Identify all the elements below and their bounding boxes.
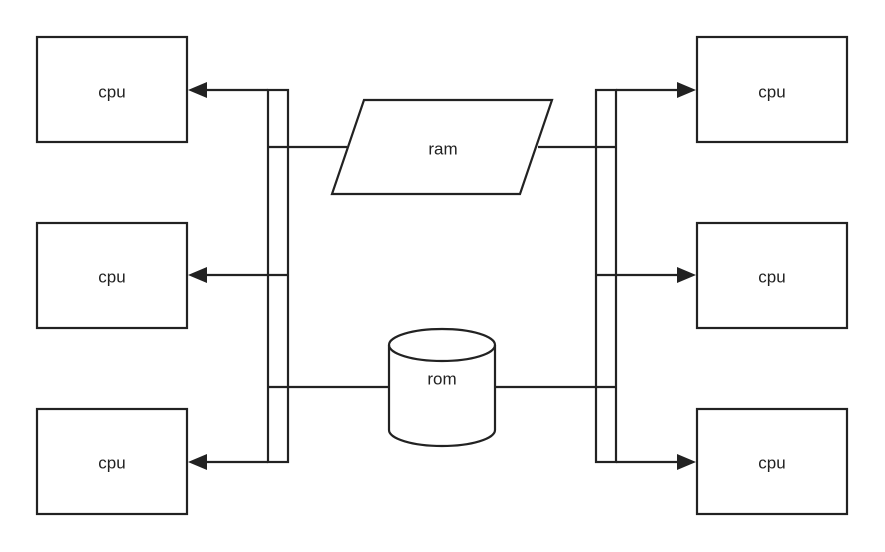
ram-shape bbox=[330, 98, 554, 196]
cpu-right-bottom[interactable]: cpu bbox=[695, 407, 849, 516]
cpu-left-middle-box bbox=[35, 221, 189, 330]
arrow-to-cpu-left-top bbox=[188, 82, 268, 98]
arrow-to-cpu-right-top bbox=[616, 82, 696, 98]
cpu-right-bottom-box bbox=[695, 407, 849, 516]
cpu-left-middle-label: cpu bbox=[98, 268, 125, 287]
cpu-left-top-label: cpu bbox=[98, 83, 125, 102]
arrowhead-left-icon bbox=[188, 82, 207, 98]
arrow-to-cpu-left-middle bbox=[188, 267, 268, 283]
cpu-right-middle-box bbox=[695, 221, 849, 330]
right-bus bbox=[594, 88, 618, 464]
arrowhead-right-icon bbox=[677, 454, 696, 470]
rom-top-rim bbox=[387, 344, 497, 363]
ram-label: ram bbox=[428, 140, 457, 159]
arrow-to-cpu-right-bottom bbox=[616, 454, 696, 470]
cpu-right-middle[interactable]: cpu bbox=[695, 221, 849, 330]
arrowhead-right-icon bbox=[677, 82, 696, 98]
rom-label: rom bbox=[427, 370, 456, 389]
rom-node[interactable]: rom bbox=[387, 327, 497, 448]
arrowhead-left-icon bbox=[188, 267, 207, 283]
arrow-to-cpu-right-middle bbox=[616, 267, 696, 283]
arrowhead-left-icon bbox=[188, 454, 207, 470]
cpu-right-middle-label: cpu bbox=[758, 268, 785, 287]
arrowhead-right-icon bbox=[677, 267, 696, 283]
cpu-right-bottom-label: cpu bbox=[758, 454, 785, 473]
cpu-left-bottom[interactable]: cpu bbox=[35, 407, 189, 516]
cpu-left-bottom-box bbox=[35, 407, 189, 516]
cpu-left-top-box bbox=[35, 35, 189, 144]
cpu-right-top-box bbox=[695, 35, 849, 144]
cpu-left-top[interactable]: cpu bbox=[35, 35, 189, 144]
cpu-right-top-label: cpu bbox=[758, 83, 785, 102]
cpu-left-bottom-label: cpu bbox=[98, 454, 125, 473]
left-bus bbox=[266, 88, 290, 464]
cpu-right-top[interactable]: cpu bbox=[695, 35, 849, 144]
ram-node[interactable]: ram bbox=[330, 98, 554, 196]
arrow-to-cpu-left-bottom bbox=[188, 454, 268, 470]
cpu-left-middle[interactable]: cpu bbox=[35, 221, 189, 330]
